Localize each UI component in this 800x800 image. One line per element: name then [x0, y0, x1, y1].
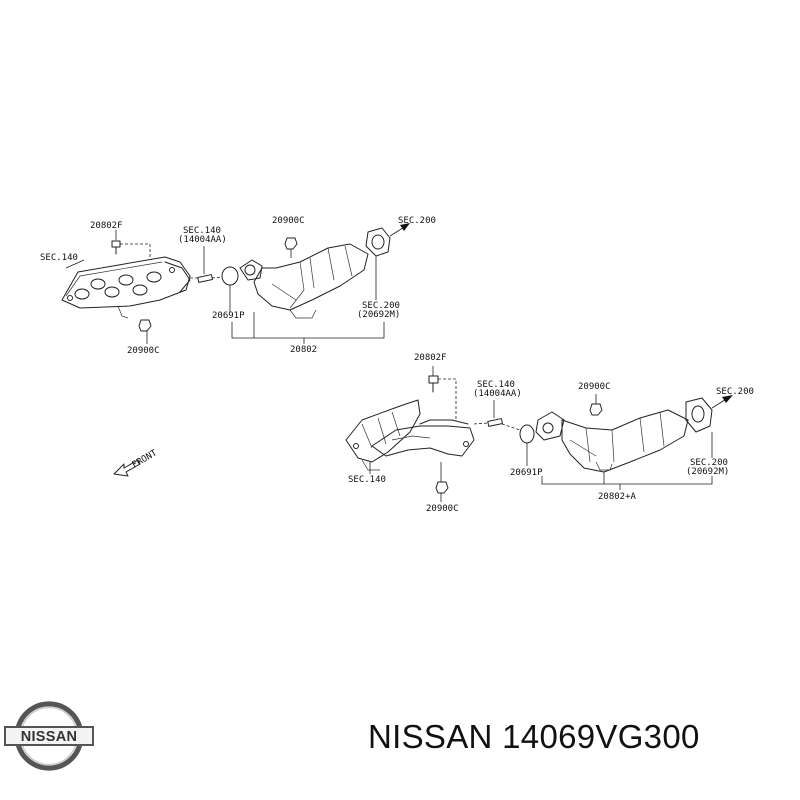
lower-label-sec200-code: (20692M): [686, 467, 729, 477]
upper-flange-gasket-icon: [365, 227, 391, 257]
logo-text: NISSAN: [21, 729, 78, 745]
upper-label-nut-bottom: 20900C: [127, 346, 160, 356]
lower-stud-icon: [487, 418, 503, 427]
upper-assembly: 20802F SEC.140 SEC.140 (14004AA) 20900C …: [40, 216, 436, 356]
upper-label-sec140: SEC.140: [40, 253, 78, 263]
upper-sec200-arrow-icon: [389, 223, 410, 237]
lower-catalytic-converter-drawing: [535, 409, 689, 473]
upper-label-sec200-arrow: SEC.200: [398, 216, 436, 226]
lower-label-nut-top: 20900C: [578, 382, 611, 392]
upper-bolt-icon: [111, 240, 121, 255]
upper-nut-icon: [284, 237, 298, 258]
upper-label-gasket: 20691P: [212, 311, 245, 321]
upper-label-sec200-code: (20692M): [357, 310, 400, 320]
upper-label-assembly: 20802: [290, 345, 317, 355]
lower-label-assembly: 20802+A: [598, 492, 637, 502]
upper-bottom-nut-icon: [138, 319, 152, 332]
nissan-logo: NISSAN: [4, 701, 94, 771]
upper-label-nut-top: 20900C: [272, 216, 305, 226]
lower-gasket-icon: [519, 424, 535, 444]
lower-bottom-nut-icon: [435, 462, 449, 502]
lower-manifold-drawing: [345, 399, 475, 471]
lower-sec200-arrow-icon: [711, 395, 733, 409]
lower-flange-gasket-icon: [685, 397, 713, 433]
lower-label-sec140: SEC.140: [348, 475, 386, 485]
lower-label-sec200-ref: SEC.200: [690, 458, 728, 468]
lower-label-gasket: 20691P: [510, 468, 543, 478]
lower-assembly: 20802F SEC.140 (14004AA) 20900C SEC.200 …: [345, 353, 754, 514]
front-indicator: FRONT: [113, 448, 160, 477]
lower-label-sec140-code: (14004AA): [473, 389, 522, 399]
lower-label-sec200-arrow: SEC.200: [716, 387, 754, 397]
upper-gasket-icon: [221, 266, 239, 286]
lower-nut-icon: [589, 394, 603, 416]
upper-label-sec140-ref: SEC.140: [183, 226, 221, 236]
upper-label-20802f: 20802F: [90, 221, 123, 231]
front-label: FRONT: [131, 448, 160, 470]
front-arrow-icon: [113, 459, 141, 477]
upper-label-sec200-ref: SEC.200: [362, 301, 400, 311]
lower-label-nut-bottom: 20900C: [426, 504, 459, 514]
upper-catalytic-converter-drawing: [239, 243, 369, 319]
upper-stud-icon: [197, 274, 213, 283]
part-number-caption: NISSAN 14069VG300: [368, 718, 700, 755]
upper-label-sec140-code: (14004AA): [178, 235, 227, 245]
lower-bolt-icon: [428, 375, 439, 393]
upper-manifold-drawing: [61, 256, 191, 319]
lower-label-sec140-ref: SEC.140: [477, 380, 515, 390]
lower-label-20802f: 20802F: [414, 353, 447, 363]
